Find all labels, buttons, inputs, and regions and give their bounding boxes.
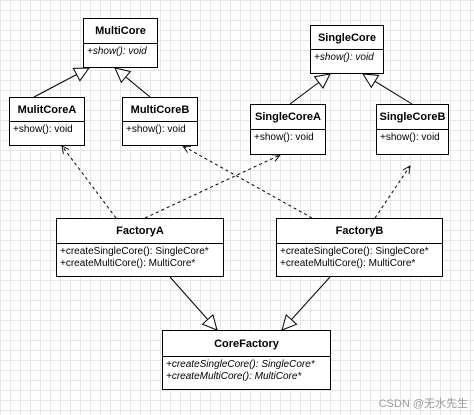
inherit-factorya-corefactory: [169, 276, 217, 330]
operation: +show(): void: [13, 124, 73, 135]
class-factoryb: FactoryB +createSingleCore(): SingleCore…: [276, 218, 443, 277]
class-operations: +show(): void: [84, 44, 157, 60]
class-operations: +createSingleCore(): SingleCore* +create…: [277, 244, 442, 272]
class-name: MulitCoreA: [10, 98, 84, 122]
depends-factoryb-multicoreb: [183, 146, 313, 219]
operation: +createSingleCore(): SingleCore*: [280, 246, 429, 257]
operation: +show(): void: [126, 124, 186, 135]
class-name: MultiCore: [84, 19, 157, 44]
class-singlecore: SingleCore +show(): void: [310, 25, 384, 74]
operation: +show(): void: [254, 132, 314, 143]
operation: +show(): void: [380, 132, 440, 143]
class-name: MultiCoreB: [123, 98, 197, 122]
inherit-singlecoreb-singlecore: [363, 74, 413, 105]
class-name: FactoryA: [57, 219, 223, 244]
inherit-singlecorea-singlecore: [289, 74, 330, 105]
operation: +show(): void: [314, 52, 374, 63]
class-multicore: MultiCore +show(): void: [83, 18, 158, 68]
class-operations: +show(): void: [251, 130, 325, 146]
class-singlecoreb: SingleCoreB +show(): void: [376, 104, 449, 155]
depends-factorya-singlecorea: [144, 155, 280, 219]
class-operations: +createSingleCore(): SingleCore* +create…: [57, 244, 223, 272]
class-multicoreb: MultiCoreB +show(): void: [122, 97, 198, 146]
operation: +createSingleCore(): SingleCore*: [60, 246, 209, 257]
class-name: CoreFactory: [163, 331, 330, 357]
class-name: SingleCore: [311, 26, 383, 50]
inherit-mulitcorea-multicore: [33, 68, 89, 98]
operation: +createSingleCore(): SingleCore*: [166, 359, 315, 370]
depends-factorya-mulitcorea: [62, 146, 117, 219]
operation: +createMultiCore(): MultiCore*: [60, 258, 196, 269]
class-name: FactoryB: [277, 219, 442, 244]
class-operations: +show(): void: [377, 130, 448, 146]
inherit-multicoreb-multicore: [115, 68, 151, 98]
class-mulitcorea: MulitCoreA +show(): void: [9, 97, 85, 146]
watermark: CSDN @无水先生: [378, 398, 468, 410]
depends-factoryb-singlecoreb: [374, 166, 410, 219]
class-singlecorea: SingleCoreA +show(): void: [250, 104, 326, 155]
class-factorya: FactoryA +createSingleCore(): SingleCore…: [56, 218, 224, 277]
class-operations: +show(): void: [123, 122, 197, 138]
class-name: SingleCoreA: [251, 105, 325, 130]
class-corefactory: CoreFactory +createSingleCore(): SingleC…: [162, 330, 331, 390]
operation: +show(): void: [87, 46, 147, 57]
operation: +createMultiCore(): MultiCore*: [280, 258, 416, 269]
class-operations: +createSingleCore(): SingleCore* +create…: [163, 357, 330, 385]
operation: +createMultiCore(): MultiCore*: [166, 371, 302, 382]
class-name: SingleCoreB: [377, 105, 448, 130]
inherit-factoryb-corefactory: [282, 276, 331, 330]
class-operations: +show(): void: [10, 122, 84, 138]
class-operations: +show(): void: [311, 50, 383, 66]
